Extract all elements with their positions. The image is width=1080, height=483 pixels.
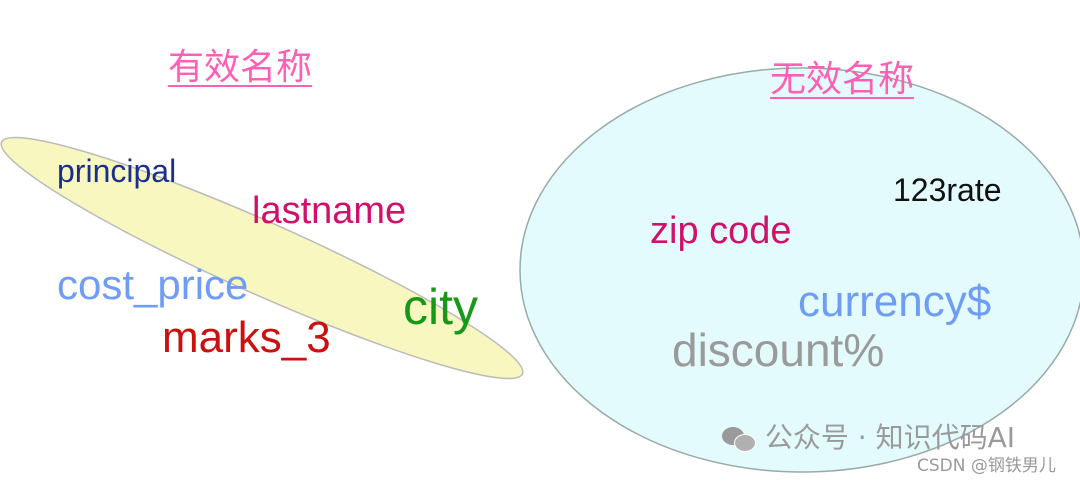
name-currency: currency$: [798, 277, 992, 326]
invalid-names-title: 无效名称: [770, 59, 915, 100]
name-cost-price: cost_price: [57, 261, 249, 308]
name-marks-3: marks_3: [162, 313, 331, 362]
valid-names-ellipse: [0, 136, 524, 380]
valid-names-title: 有效名称: [168, 47, 313, 88]
name-discount: discount%: [672, 324, 885, 376]
name-city: city: [403, 279, 478, 335]
wechat-watermark-text: 公众号 · 知识代码AI: [764, 421, 1016, 454]
csdn-watermark: CSDN @钢铁男儿: [917, 456, 1056, 476]
wechat-icon: [722, 425, 756, 453]
name-lastname: lastname: [252, 190, 407, 232]
name-principal: principal: [57, 153, 177, 189]
invalid-names-ellipse: [519, 67, 1080, 473]
name-123rate: 123rate: [893, 172, 1002, 208]
wechat-watermark: 公众号 · 知识代码AI: [722, 424, 1015, 453]
name-zip-code: zip code: [650, 210, 792, 252]
